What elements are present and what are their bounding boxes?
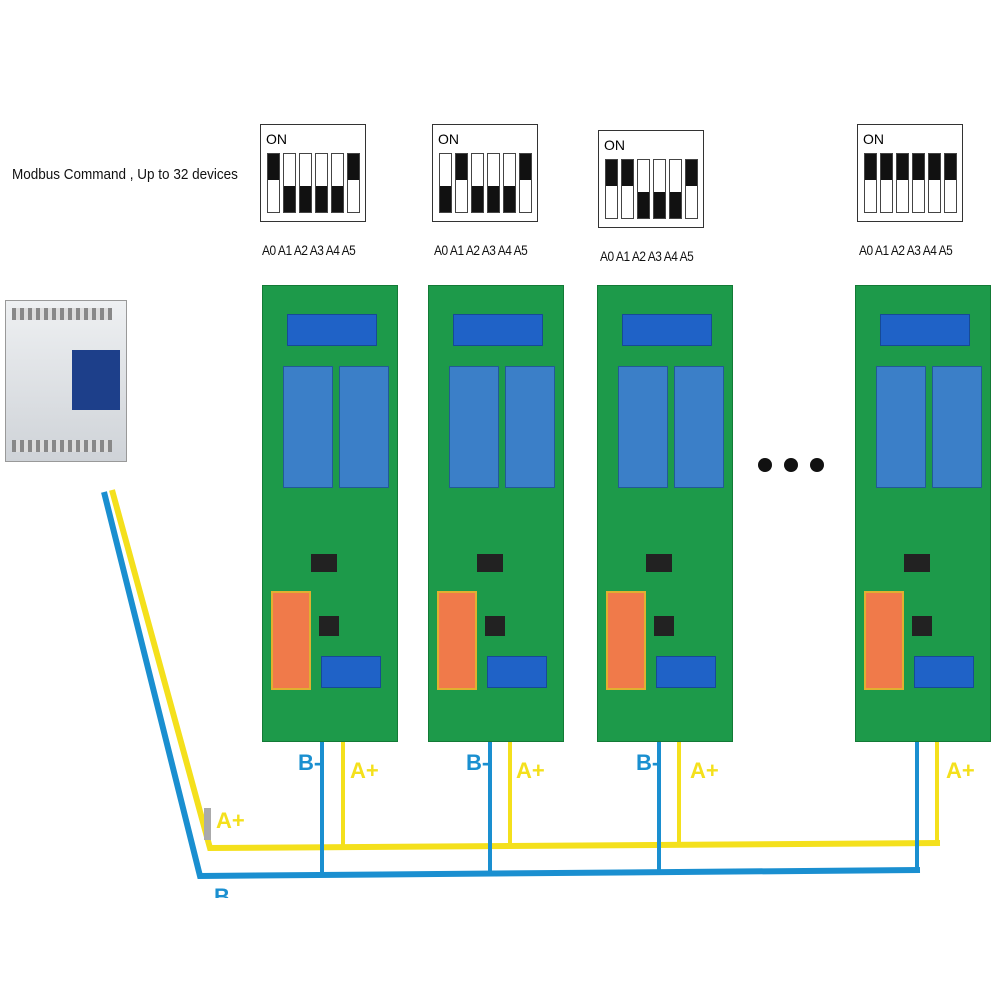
dip-switch-a0 — [267, 153, 280, 213]
onboard-dip-switch — [864, 591, 904, 690]
relay-board — [597, 285, 733, 742]
dip-switch-a0 — [605, 159, 618, 219]
a-plus-label: A+ — [516, 758, 545, 783]
b-minus-label: B- — [466, 750, 490, 775]
dip-switch-a3 — [912, 153, 925, 213]
a-plus-label: A+ — [350, 758, 379, 783]
address-labels: A0 A1 A2 A3 A4 A5 — [859, 242, 953, 258]
dip-switch-a0 — [864, 153, 877, 213]
relay-board — [262, 285, 398, 742]
on-label: ON — [438, 131, 459, 147]
on-label: ON — [266, 131, 287, 147]
dip-address-diagram: ON — [432, 124, 538, 222]
dip-switch-a1 — [283, 153, 296, 213]
dip-switch-a3 — [653, 159, 666, 219]
b-minus-label: B- — [636, 750, 660, 775]
b-minus-label: B- — [298, 750, 322, 775]
dip-address-diagram: ON — [598, 130, 704, 228]
a-plus-bus-wire — [109, 489, 941, 852]
dip-address-diagram: ON — [260, 124, 366, 222]
onboard-dip-switch — [271, 591, 311, 690]
a-plus-label: A+ — [690, 758, 719, 783]
plc-b-label: B — [214, 884, 230, 898]
address-labels: A0 A1 A2 A3 A4 A5 — [262, 242, 356, 258]
dip-switch-a4 — [928, 153, 941, 213]
plc-a-plus-label: A+ — [216, 808, 245, 833]
dip-switch-a2 — [896, 153, 909, 213]
dip-switch-a4 — [503, 153, 516, 213]
dip-switch-a5 — [347, 153, 360, 213]
address-labels: A0 A1 A2 A3 A4 A5 — [600, 248, 694, 264]
onboard-dip-switch — [437, 591, 477, 690]
dip-switch-a1 — [455, 153, 468, 213]
dip-switch-a5 — [519, 153, 532, 213]
plc-controller — [0, 280, 128, 490]
a-plus-label: A+ — [946, 758, 975, 783]
onboard-dip-switch — [606, 591, 646, 690]
dip-switch-a4 — [331, 153, 344, 213]
dip-switch-a5 — [685, 159, 698, 219]
dip-switch-a0 — [439, 153, 452, 213]
relay-board — [855, 285, 991, 742]
dip-address-diagram: ON — [857, 124, 963, 222]
dip-switch-a1 — [621, 159, 634, 219]
dip-switch-a2 — [299, 153, 312, 213]
b-minus-bus-wire — [101, 491, 921, 880]
dip-switch-a2 — [637, 159, 650, 219]
diagram-title: Modbus Command , Up to 32 devices — [12, 166, 238, 183]
address-labels: A0 A1 A2 A3 A4 A5 — [434, 242, 528, 258]
dip-switch-a4 — [669, 159, 682, 219]
dip-switch-a1 — [880, 153, 893, 213]
dip-switch-a3 — [315, 153, 328, 213]
on-label: ON — [604, 137, 625, 153]
dip-switch-a3 — [487, 153, 500, 213]
relay-board — [428, 285, 564, 742]
on-label: ON — [863, 131, 884, 147]
more-devices-ellipsis — [758, 458, 836, 477]
dip-switch-a5 — [944, 153, 957, 213]
dip-switch-a2 — [471, 153, 484, 213]
